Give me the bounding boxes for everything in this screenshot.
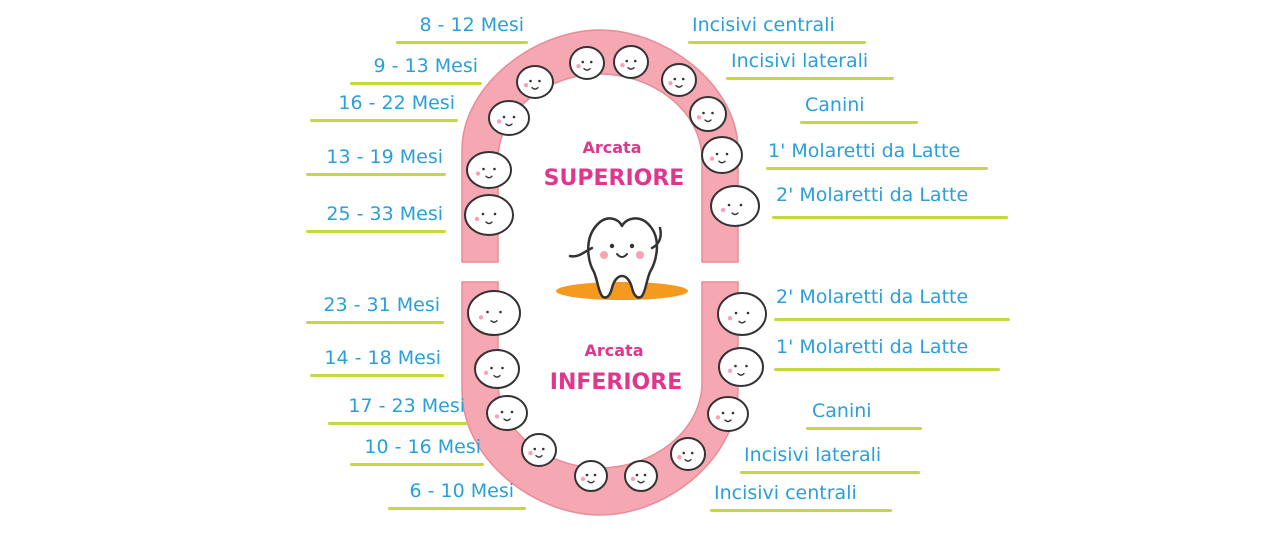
upper-tooth-label: Incisivi centrali [692,14,835,36]
lower-tooth-label: 2' Molaretti da Latte [776,286,969,308]
underline [388,507,526,510]
underline [306,321,444,324]
tooth-icon [661,63,697,97]
tooth-icon [624,460,658,492]
upper-tooth-label: 1' Molaretti da Latte [768,140,961,162]
tooth-icon [464,194,514,236]
tooth-icon [689,96,727,132]
tooth-icon [613,45,649,79]
teeth-layer [464,45,767,492]
upper-age-label: 25 - 33 Mesi [326,203,443,225]
upper-arch-label: Arcata [582,138,642,157]
tooth-icon [569,46,605,80]
lower-age-label: 6 - 10 Mesi [409,480,515,502]
underline [800,121,918,124]
upper-tooth-label: Incisivi laterali [731,50,869,72]
lower-arch-label: Arcata [584,341,644,360]
underline [328,422,468,425]
upper-tooth-label: Canini [805,94,865,116]
lower-tooth-label: Incisivi laterali [744,444,882,466]
underline [710,509,892,512]
tooth-icon [467,290,521,336]
underline [350,82,482,85]
underline [806,427,922,430]
underline [766,167,988,170]
lower-age-label: 14 - 18 Mesi [324,347,441,369]
tooth-icon [516,65,554,99]
lower-age-label: 17 - 23 Mesi [348,395,465,417]
lower-tooth-label: Canini [812,400,872,422]
underline [774,318,1010,321]
tooth-icon [717,292,767,336]
tooth-icon [488,100,530,136]
upper-age-label: 16 - 22 Mesi [338,92,455,114]
underline [306,173,446,176]
tooth-icon [521,433,557,467]
tooth-mascot-icon [556,217,688,300]
tooth-icon [707,396,749,432]
underline [772,216,1008,219]
underline [310,119,458,122]
tooth-icon [486,395,528,431]
tooth-icon [466,151,512,189]
tooth-icon [670,437,706,471]
underline [350,463,484,466]
underline [726,77,894,80]
upper-arch-title: SUPERIORE [543,166,685,191]
tooth-icon [574,460,608,492]
upper-age-label: 13 - 19 Mesi [326,146,443,168]
tooth-icon [718,347,764,387]
tooth-icon [710,185,760,227]
upper-age-label: 9 - 13 Mesi [373,55,479,77]
lower-age-label: 10 - 16 Mesi [364,436,481,458]
lower-age-label: 23 - 31 Mesi [323,294,440,316]
tooth-icon [701,136,743,174]
lower-tooth-label: Incisivi centrali [714,482,857,504]
underline [310,374,444,377]
upper-tooth-label: 2' Molaretti da Latte [776,184,969,206]
upper-age-label: 8 - 12 Mesi [419,14,525,36]
lower-tooth-label: 1' Molaretti da Latte [776,336,969,358]
underline [688,41,866,44]
underline [306,230,446,233]
underline [396,41,528,44]
underline [740,471,920,474]
tooth-icon [474,349,520,389]
lower-arch-title: INFERIORE [549,370,683,395]
underline [774,368,1000,371]
